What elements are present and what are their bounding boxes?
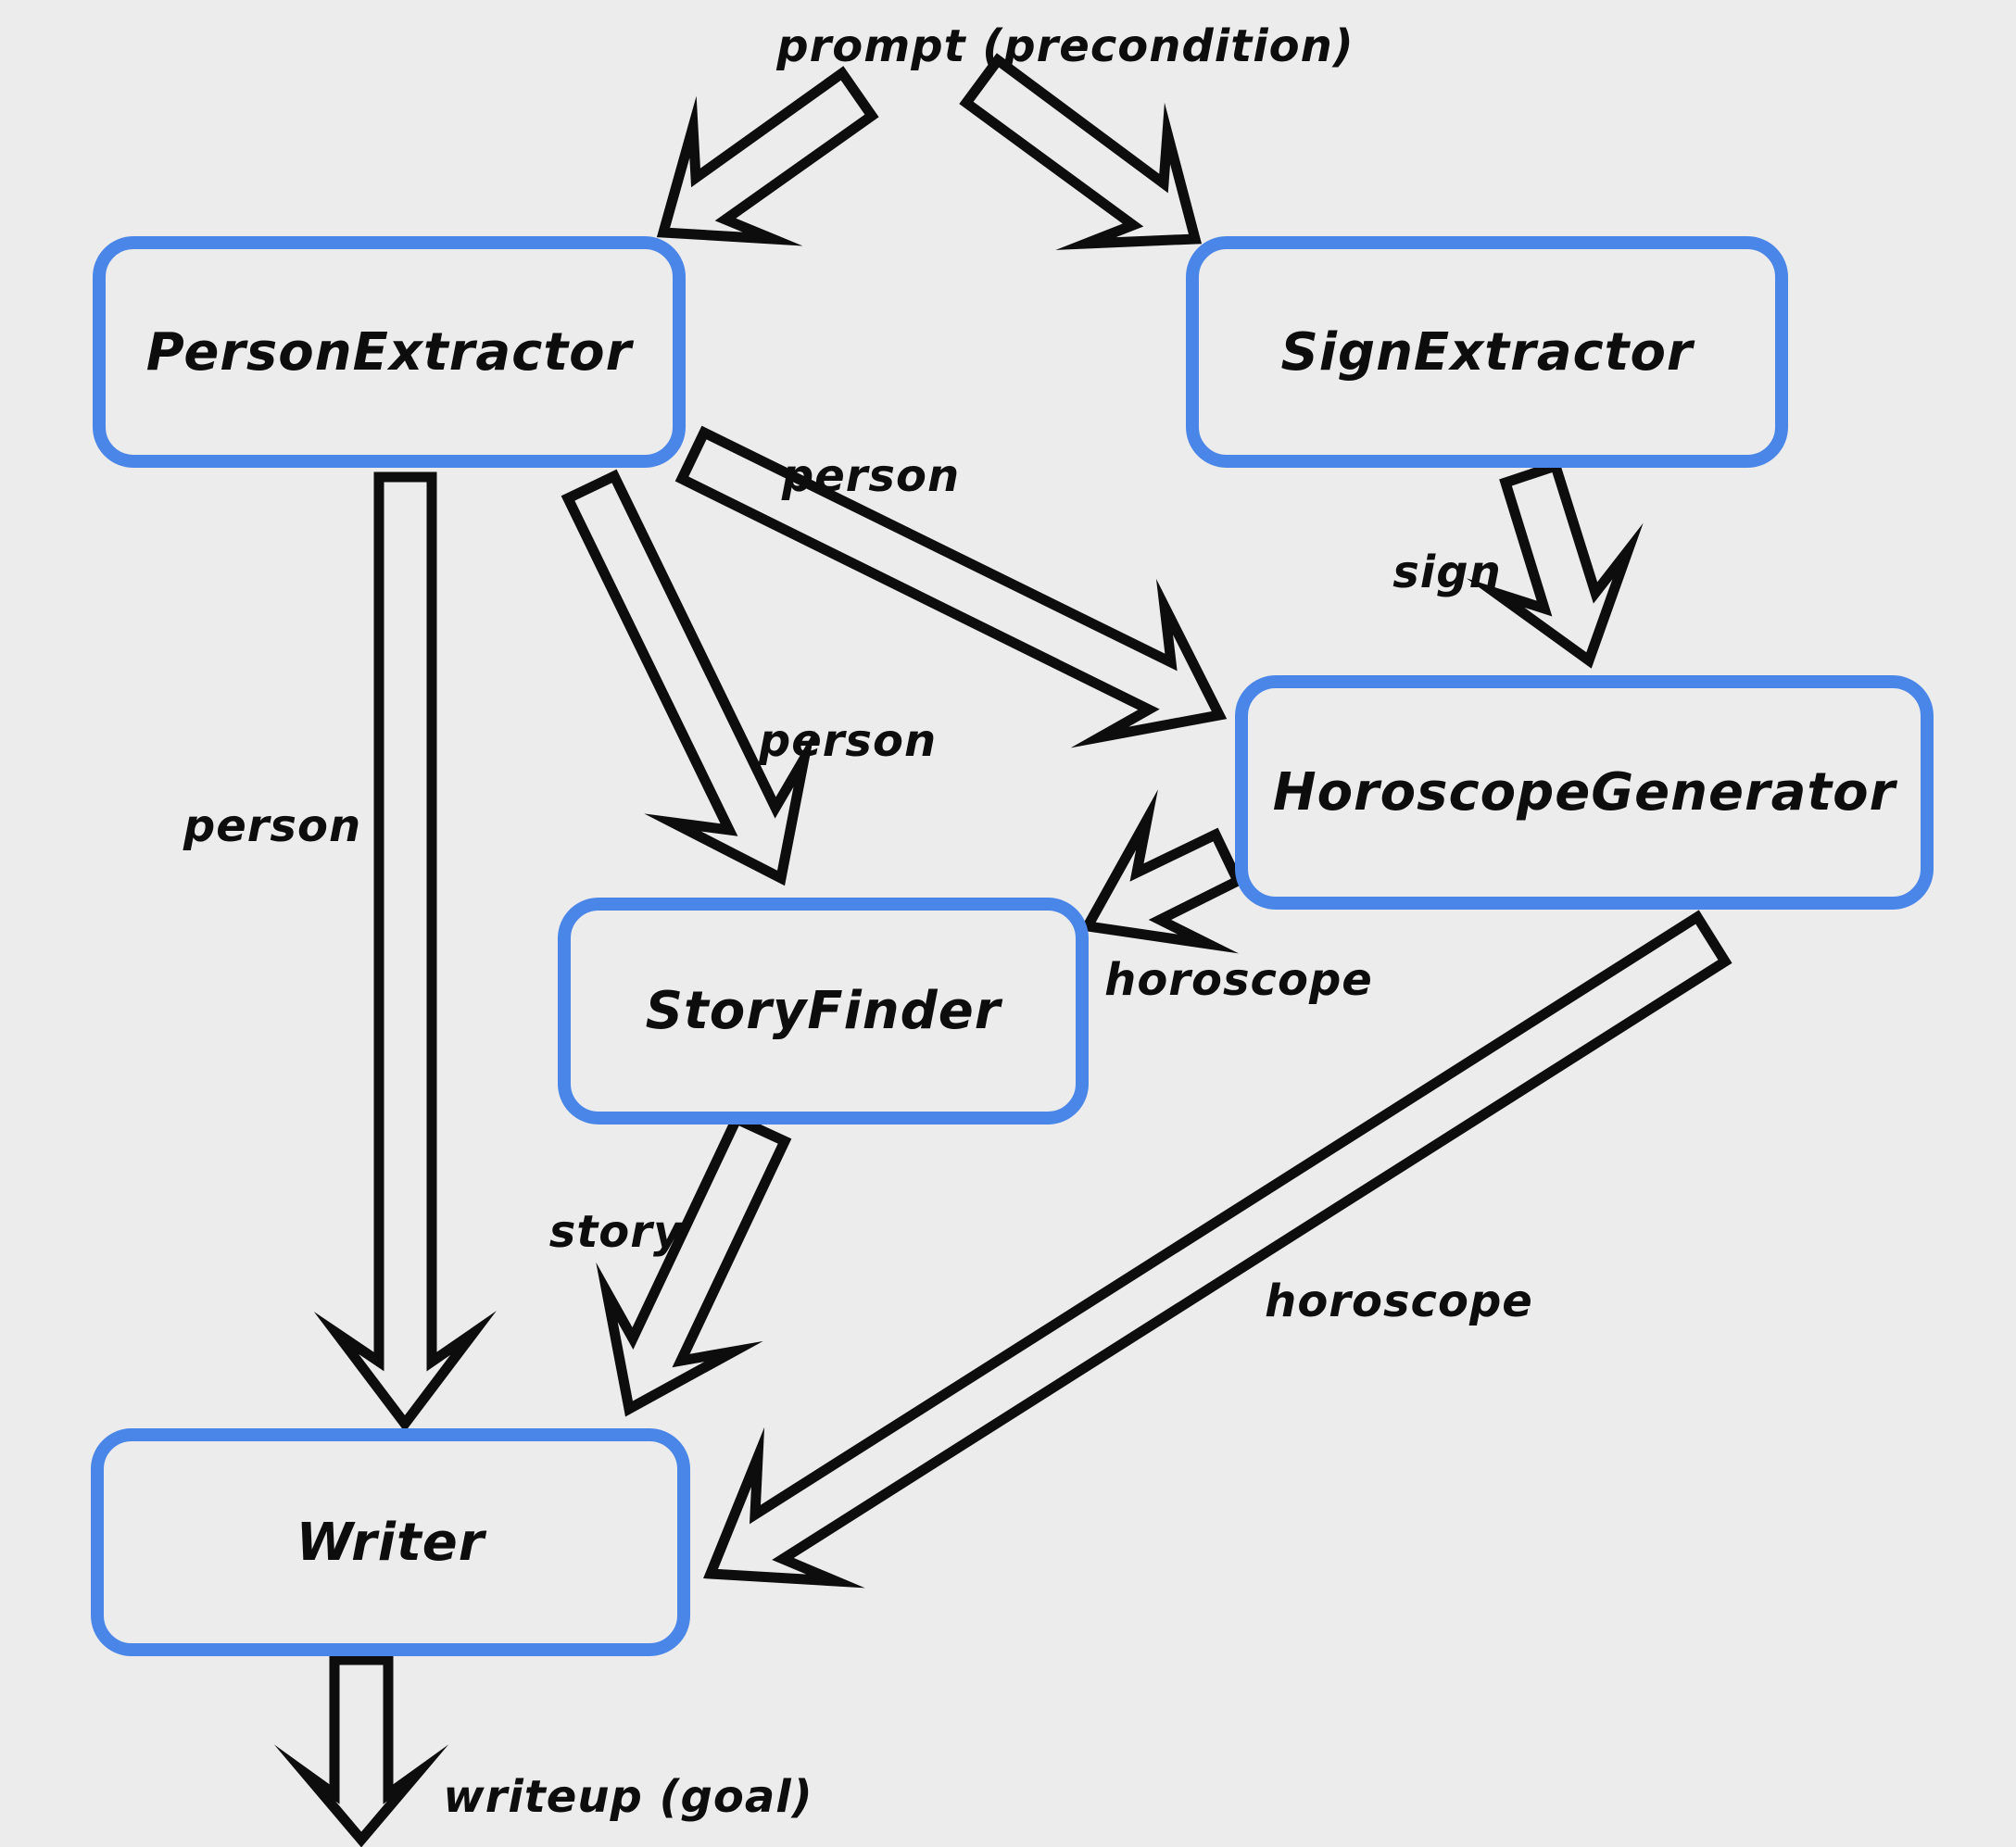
edge-label-person-to-writer: person (183, 800, 362, 852)
edge-label-person-to-horoscope: person (781, 450, 961, 502)
node-sign-extractor: SignExtractor (1186, 236, 1788, 468)
node-writer: Writer (91, 1428, 690, 1656)
edge-label-writeup-goal: writeup (goal) (443, 1771, 813, 1823)
node-person-extractor: PersonExtractor (93, 236, 686, 468)
arrow-person-to-horoscope-generator (674, 425, 1228, 748)
edge-label-person-to-story-finder: person (758, 715, 938, 767)
node-person-extractor-label: PersonExtractor (145, 321, 633, 383)
arrow-writer-to-writeup (273, 1654, 449, 1847)
arrow-person-to-writer (313, 471, 497, 1433)
edge-label-horoscope-to-writer: horoscope (1265, 1275, 1533, 1327)
arrow-story-to-writer (596, 1112, 792, 1417)
arrow-horoscope-to-writer (703, 910, 1732, 1589)
arrow-prompt-to-person-extractor (656, 66, 879, 246)
arrow-horoscope-to-story-finder (1079, 789, 1245, 954)
node-sign-extractor-label: SignExtractor (1280, 321, 1694, 383)
arrow-person-to-story-finder (561, 469, 815, 886)
arrow-sign-to-horoscope-generator (1466, 459, 1644, 669)
edge-label-prompt-precondition: prompt (precondition) (776, 20, 1354, 72)
node-writer-label: Writer (296, 1512, 485, 1573)
node-horoscope-generator-label: HoroscopeGenerator (1272, 762, 1896, 823)
edge-label-horoscope-to-story-finder: horoscope (1104, 954, 1373, 1006)
edge-label-sign: sign (1392, 547, 1502, 598)
node-story-finder: StoryFinder (558, 898, 1089, 1125)
node-story-finder-label: StoryFinder (645, 981, 1002, 1041)
edge-label-story: story (548, 1206, 684, 1258)
node-horoscope-generator: HoroscopeGenerator (1235, 675, 1934, 910)
arrow-prompt-to-sign-extractor (959, 53, 1203, 250)
